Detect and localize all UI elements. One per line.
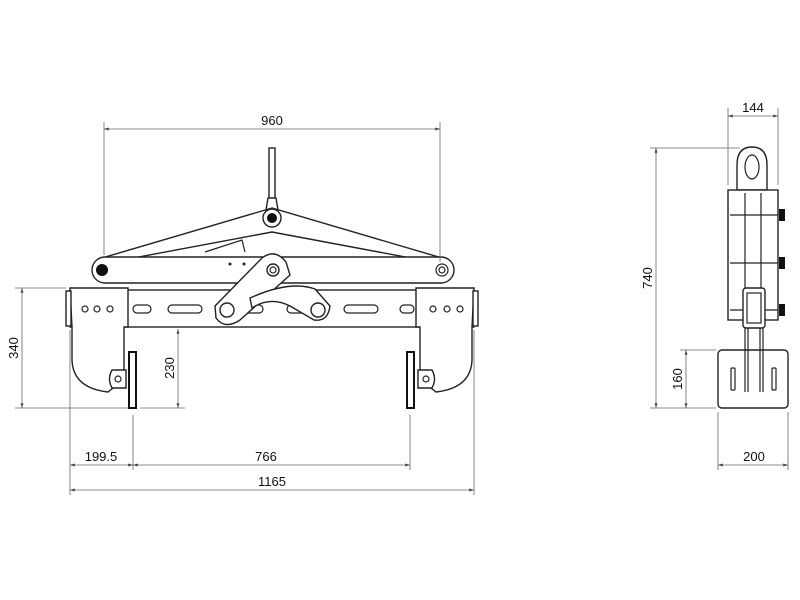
side-base bbox=[717, 349, 789, 409]
dim-766: 766 bbox=[255, 449, 277, 464]
right-jaw bbox=[415, 287, 475, 393]
dim-144: 144 bbox=[742, 100, 764, 115]
dim-230: 230 bbox=[162, 357, 177, 379]
left-pin bbox=[96, 264, 108, 276]
front-dimensions: 960 340 230 199.5 766 1165 bbox=[6, 113, 475, 495]
dim-199-5: 199.5 bbox=[85, 449, 118, 464]
side-dimensions: 144 740 160 200 bbox=[640, 100, 789, 470]
hanger-block bbox=[742, 287, 766, 329]
lifting-eye bbox=[736, 146, 768, 191]
hanger-rod bbox=[268, 147, 276, 201]
arm-brace bbox=[204, 239, 246, 253]
end-holes bbox=[81, 305, 464, 313]
dim-740: 740 bbox=[640, 267, 655, 289]
right-pad bbox=[406, 351, 415, 409]
link-plate-right bbox=[249, 285, 331, 321]
side-view bbox=[717, 146, 789, 409]
right-pin bbox=[435, 263, 449, 277]
left-pad bbox=[128, 351, 137, 409]
side-bolts bbox=[779, 209, 785, 316]
dim-160: 160 bbox=[670, 368, 685, 390]
center-pin bbox=[266, 263, 280, 277]
left-jaw bbox=[69, 287, 129, 393]
dim-340: 340 bbox=[6, 337, 21, 359]
front-view bbox=[65, 147, 479, 409]
dim-1165: 1165 bbox=[258, 474, 286, 489]
dim-960: 960 bbox=[261, 113, 283, 128]
top-pin-center-icon bbox=[267, 213, 277, 223]
dim-200: 200 bbox=[743, 449, 765, 464]
